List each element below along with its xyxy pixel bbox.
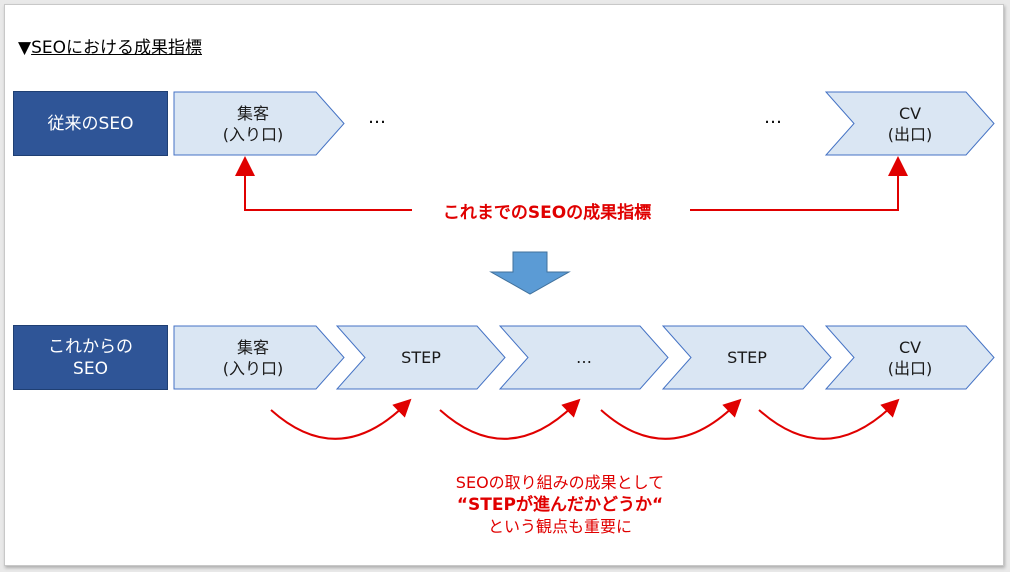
bottom-chevron-1-label: 集客 (入り口) xyxy=(173,325,333,390)
bottom-chevron-3-label: … xyxy=(514,325,654,390)
bottom-chevron-2 xyxy=(335,325,506,390)
bottom-row-label-line2: SEO xyxy=(73,358,108,379)
top-last-chevron xyxy=(824,91,995,156)
bottom-row-label: これからの SEO xyxy=(13,325,168,390)
curve-arrow-4 xyxy=(758,398,900,440)
top-last-chevron-label: CV (出口) xyxy=(840,91,980,156)
down-arrow xyxy=(489,251,571,295)
top-row-label: 従来のSEO xyxy=(13,91,168,156)
top-row-label-text: 従来のSEO xyxy=(47,113,134,134)
top-last-line1: CV xyxy=(898,103,922,123)
bottom-step-5-line2: (出口) xyxy=(887,358,933,378)
note-line1: SEOの取り組みの成果として xyxy=(455,473,665,492)
curve-arrow-3 xyxy=(600,398,742,440)
section-heading: ▼SEOにおける成果指標 xyxy=(18,33,202,58)
curve-arrow-1 xyxy=(270,398,412,440)
bottom-chevron-5-label: CV (出口) xyxy=(840,325,980,390)
bottom-step-2-line1: STEP xyxy=(401,348,441,367)
top-ellipsis-left: … xyxy=(368,107,388,128)
top-last-line2: (出口) xyxy=(887,124,933,144)
heading-marker: ▼ xyxy=(18,38,32,58)
bottom-step-1-line2: (入り口) xyxy=(222,358,284,378)
note-line3: という観点も重要に xyxy=(487,517,632,536)
top-first-chevron xyxy=(173,91,345,156)
heading-title: SEOにおける成果指標 xyxy=(31,38,202,58)
top-first-line1: 集客 xyxy=(236,103,269,123)
bottom-chevron-5 xyxy=(824,325,995,390)
bottom-step-3-line1: … xyxy=(576,348,592,367)
note-line2: “STEPが進んだかどうか“ xyxy=(456,495,664,515)
top-ellipsis-right: … xyxy=(764,107,784,128)
bracket-left-arrow xyxy=(235,156,412,211)
bottom-chevron-3 xyxy=(498,325,669,390)
bottom-step-4-line1: STEP xyxy=(727,348,767,367)
conclusion-note: SEOの取り組みの成果として “STEPが進んだかどうか“ という観点も重要に xyxy=(380,472,740,538)
bracket-right-arrow xyxy=(690,156,908,211)
bottom-chevron-4-label: STEP xyxy=(677,325,817,390)
bottom-row-label-line1: これからの xyxy=(48,336,133,357)
top-first-line2: (入り口) xyxy=(222,124,284,144)
previous-kpi-label: これまでのSEOの成果指標 xyxy=(412,198,682,223)
bottom-chevron-4 xyxy=(661,325,832,390)
bottom-step-1-line1: 集客 xyxy=(236,337,269,357)
bottom-chevron-2-label: STEP xyxy=(351,325,491,390)
curve-arrow-2 xyxy=(439,398,581,440)
bottom-chevron-1 xyxy=(173,325,345,390)
top-first-chevron-label: 集客 (入り口) xyxy=(173,91,333,156)
bottom-step-5-line1: CV xyxy=(898,337,922,357)
